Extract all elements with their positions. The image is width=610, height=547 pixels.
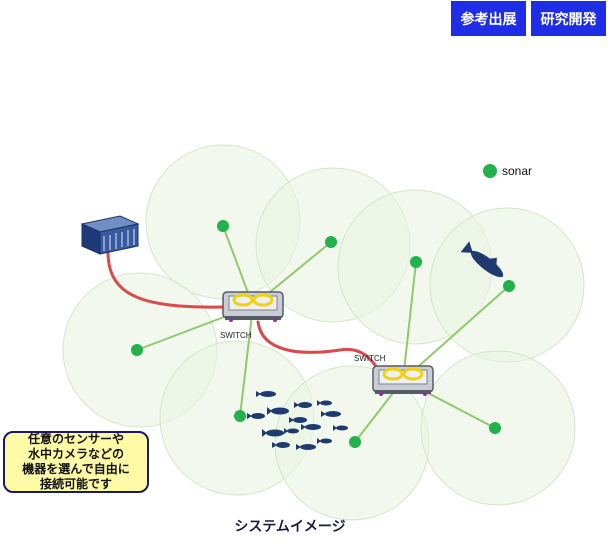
fish-school-icon <box>247 391 348 450</box>
cables <box>106 250 382 374</box>
legend-sonar-dot <box>483 164 497 178</box>
sonar-node <box>131 344 143 356</box>
sonar-nodes <box>131 220 515 448</box>
legend-sonar-label: sonar <box>502 164 532 178</box>
sonar-node <box>503 280 515 292</box>
cable-server-to-switch <box>106 250 228 309</box>
sonar-link <box>239 305 254 417</box>
sonar-node <box>349 436 361 448</box>
sonar-link <box>402 285 510 381</box>
sonar-node <box>325 236 337 248</box>
note-callout: 任意のセンサーや 水中カメラなどの 機器を選んで自由に 接続可能です <box>3 431 149 493</box>
sonar-node <box>410 256 422 268</box>
sonar-node <box>489 422 501 434</box>
sonar-node <box>234 410 246 422</box>
switch-device-icon <box>222 291 284 322</box>
sonar-link <box>402 261 417 381</box>
switch-label: SWITCH <box>354 354 386 363</box>
server-rack-icon <box>80 215 140 255</box>
legend: sonar <box>483 164 532 178</box>
badge-reference-exhibit: 参考出展 <box>451 1 526 36</box>
switch-device-icon <box>372 365 434 396</box>
diagram-caption: システムイメージ <box>234 519 346 535</box>
switch-label: SWITCH <box>220 331 252 340</box>
sonar-node <box>217 220 229 232</box>
fish-icon <box>460 241 504 278</box>
badge-research-development: 研究開発 <box>531 1 606 36</box>
cable-switch-to-switch <box>256 320 382 374</box>
